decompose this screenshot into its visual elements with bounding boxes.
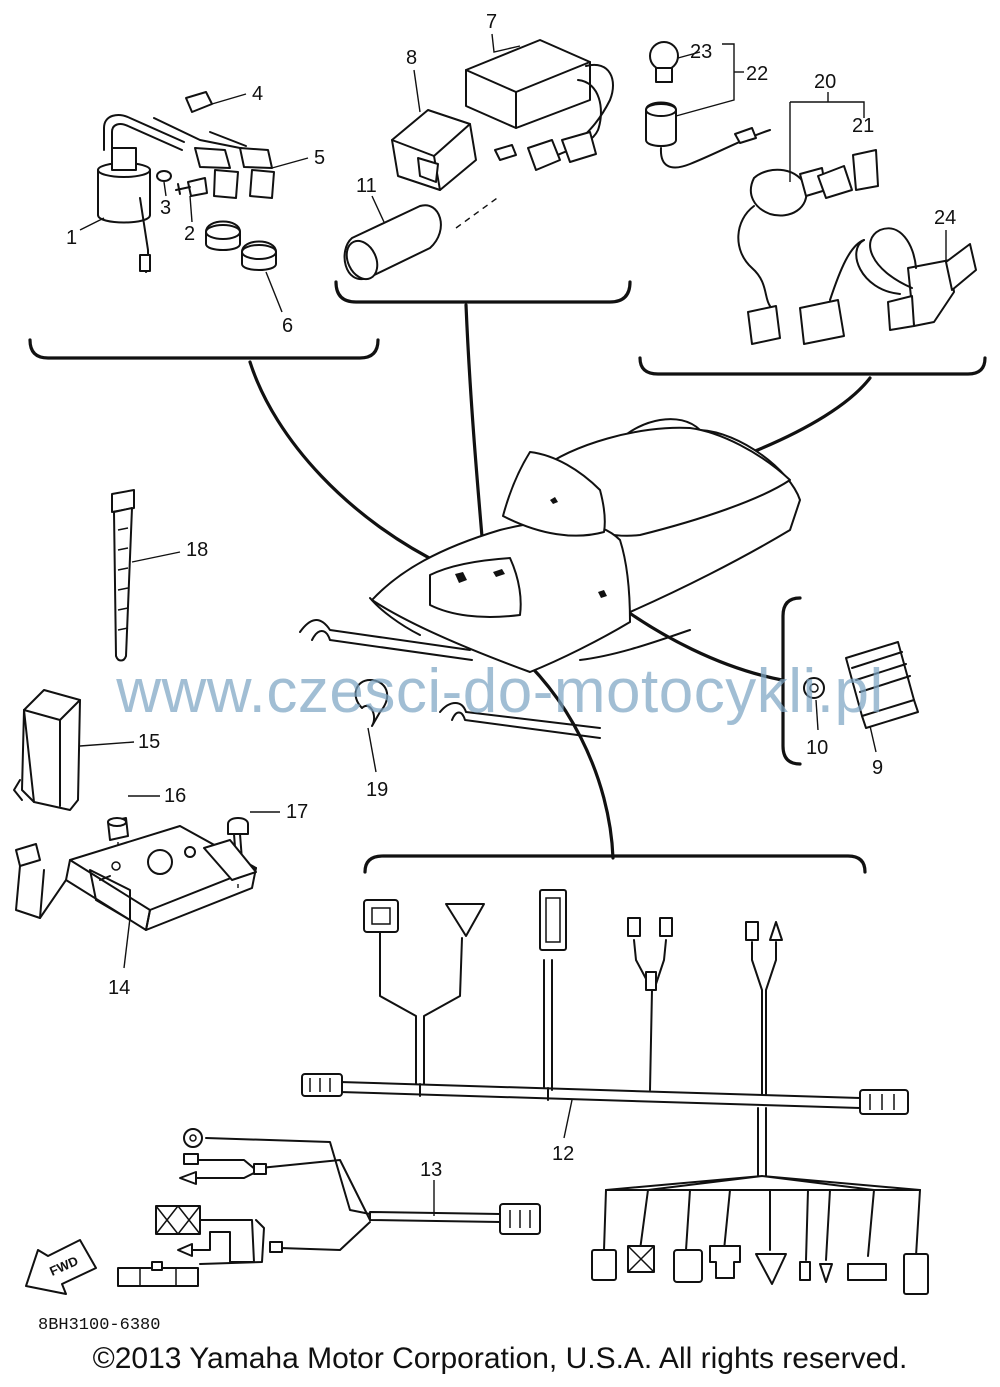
bracket-ignition-group	[28, 338, 380, 360]
ignition-coil	[97, 114, 185, 273]
clamp	[185, 91, 213, 113]
callout-24: 24	[934, 207, 956, 229]
spark-plug-caps	[153, 117, 275, 199]
bracket-harness-group	[363, 854, 867, 874]
callout-20: 20	[814, 71, 836, 93]
key	[817, 165, 853, 199]
callout-13: 13	[420, 1159, 442, 1181]
callout-4: 4	[252, 83, 263, 105]
callout-7: 7	[486, 11, 497, 33]
cdi-unit	[465, 39, 614, 171]
callout-8: 8	[406, 47, 417, 69]
callout-23: 23	[690, 41, 712, 63]
engine-stop-switch	[799, 227, 977, 345]
callout-15: 15	[138, 731, 160, 753]
wire-clamp	[354, 679, 389, 727]
callout-1: 1	[66, 227, 77, 249]
cover	[13, 689, 81, 811]
rectifier-regulator	[845, 641, 919, 729]
main-wire-harness	[301, 889, 929, 1295]
grommets	[205, 220, 277, 271]
callout-2: 2	[184, 223, 195, 245]
callout-10: 10	[806, 737, 828, 759]
switch-nut	[852, 149, 879, 191]
callout-14: 14	[108, 977, 130, 999]
callout-6: 6	[282, 315, 293, 337]
pointer-harness-group	[492, 632, 615, 860]
regulator-nut	[803, 677, 825, 699]
callout-11: 11	[356, 175, 377, 197]
rubber-cover	[343, 204, 442, 281]
bracket-regulator-group	[781, 596, 802, 766]
fwd-arrow	[25, 1239, 97, 1295]
callout-18: 18	[186, 539, 208, 561]
callout-22: 22	[746, 63, 768, 85]
pointer-ignition-group	[248, 360, 447, 568]
bracket-switch-group	[638, 356, 987, 376]
callout-12: 12	[552, 1143, 574, 1165]
main-switch	[737, 167, 827, 345]
callout-21: 21	[852, 115, 874, 137]
bracket-cdi-group	[334, 280, 632, 304]
callout-3: 3	[160, 197, 171, 219]
cdi-dashed-guide	[455, 195, 501, 229]
bracket	[15, 825, 257, 931]
cable-tie	[111, 489, 135, 662]
bolt	[175, 177, 208, 197]
pointer-regulator-group	[612, 600, 784, 682]
callout-5: 5	[314, 147, 325, 169]
copyright-notice: ©2013 Yamaha Motor Corporation, U.S.A. A…	[92, 1342, 908, 1375]
callout-19: 19	[366, 779, 388, 801]
snowmobile-illustration	[299, 418, 801, 739]
part-code: 8BH3100-6380	[38, 1316, 161, 1335]
nut	[107, 817, 129, 841]
callout-17: 17	[286, 801, 308, 823]
sub-wire-harness	[117, 1128, 541, 1287]
indicator-light-socket	[645, 101, 771, 169]
pointer-cdi-group	[464, 303, 486, 562]
bulb	[649, 41, 679, 83]
leader-lines	[79, 33, 947, 1216]
coupler-cover	[391, 109, 477, 191]
callout-9: 9	[872, 757, 883, 779]
callout-16: 16	[164, 785, 186, 807]
washer	[156, 170, 172, 182]
